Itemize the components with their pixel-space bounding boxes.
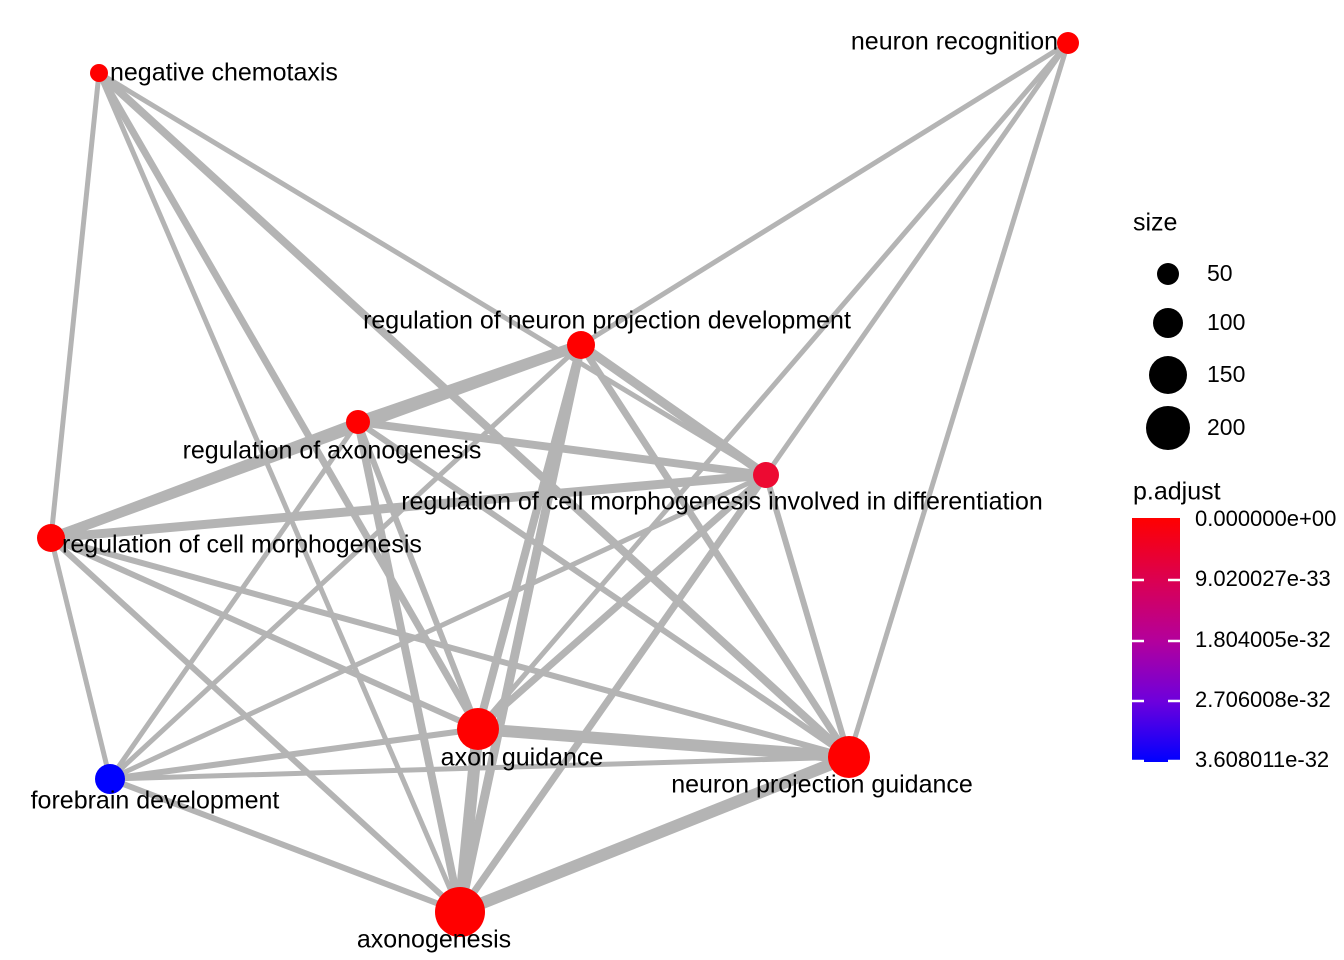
network-edges [48, 40, 1071, 918]
network-edge [578, 341, 769, 479]
network-edge [109, 726, 479, 782]
p-adjust-colorbar-ticks [1132, 578, 1180, 763]
network-edge [356, 419, 851, 760]
size-legend-label-200: 200 [1207, 414, 1245, 440]
network-node-regulation-of-cell-morphogenesis-involved-in-differentiation[interactable] [753, 462, 779, 488]
network-edge [476, 41, 1070, 731]
node-label-neuron-projection-guidance: neuron projection guidance [671, 771, 973, 799]
colorbar-label-0: 0.000000e+00 [1195, 506, 1336, 531]
network-edge [50, 470, 767, 543]
network-node-axonogenesis[interactable] [435, 887, 485, 937]
network-edge [48, 537, 113, 780]
network-edge [763, 41, 1071, 477]
network-node-neuron-projection-guidance[interactable] [828, 736, 870, 778]
network-nodes [37, 32, 1079, 937]
network-node-axon-guidance[interactable] [457, 708, 499, 750]
network-edge [846, 42, 1071, 758]
network-edge [477, 723, 850, 763]
network-edge [48, 535, 463, 915]
size-legend-items: 50 100 150 200 [1146, 260, 1245, 450]
node-label-forebrain-development: forebrain development [31, 787, 280, 815]
p-adjust-legend-title: p.adjust [1133, 478, 1221, 506]
network-edge [457, 751, 852, 918]
colorbar-label-4: 3.608011e-32 [1195, 747, 1329, 772]
network-edge [108, 776, 462, 915]
network-edge [96, 70, 852, 760]
colorbar-label-2: 1.804005e-32 [1195, 627, 1331, 652]
network-edge [475, 472, 769, 732]
network-edge [357, 418, 767, 479]
size-legend-swatch-150 [1149, 356, 1187, 394]
network-edge [50, 535, 850, 760]
network-edge [107, 420, 361, 781]
network-edge [355, 420, 481, 731]
network-node-forebrain-development[interactable] [95, 764, 125, 794]
network-edge [108, 472, 768, 782]
network-edge [49, 417, 360, 543]
node-label-regulation-of-cell-morphogenesis-involved-in-differentiation: regulation of cell morphogenesis involve… [401, 488, 1043, 516]
size-legend-swatch-50 [1157, 263, 1179, 285]
network-edge [354, 421, 464, 913]
size-legend-swatch-200 [1146, 406, 1190, 450]
node-label-neuron-recognition: neuron recognition [851, 28, 1058, 56]
network-edge [48, 72, 102, 539]
network-edge [109, 754, 850, 782]
network-edge [579, 40, 1070, 348]
size-legend-title: size [1133, 209, 1177, 237]
node-label-axon-guidance: axon guidance [441, 744, 604, 772]
p-adjust-legend: p.adjust 0.000000e+00 9.020027e-33 1.80400… [1132, 478, 1336, 772]
network-node-regulation-of-neuron-projection-development[interactable] [567, 331, 595, 359]
size-legend-label-150: 150 [1207, 361, 1245, 387]
node-label-regulation-of-axonogenesis: regulation of axonogenesis [183, 437, 482, 465]
network-edge [97, 70, 768, 478]
node-label-negative-chemotaxis: negative chemotaxis [110, 59, 338, 87]
network-node-neuron-recognition[interactable] [1057, 32, 1079, 54]
colorbar-label-3: 2.706008e-32 [1195, 687, 1331, 712]
network-edge [457, 472, 769, 915]
network-edge [454, 728, 484, 913]
size-legend-label-50: 50 [1207, 260, 1233, 286]
size-legend-swatch-100 [1153, 308, 1183, 338]
size-legend: size 50 100 150 200 [1133, 209, 1245, 450]
network-node-negative-chemotaxis[interactable] [90, 64, 108, 82]
node-label-axonogenesis: axonogenesis [357, 926, 511, 954]
node-label-regulation-of-neuron-projection-development: regulation of neuron projection developm… [363, 307, 851, 335]
node-label-regulation-of-cell-morphogenesis: regulation of cell morphogenesis [62, 531, 422, 559]
network-edge [455, 344, 586, 913]
p-adjust-colorbar-labels: 0.000000e+00 9.020027e-33 1.804005e-32 2.70… [1195, 506, 1336, 772]
network-node-regulation-of-axonogenesis[interactable] [346, 410, 370, 434]
network-edge [49, 535, 480, 732]
colorbar-label-1: 9.020027e-33 [1195, 566, 1331, 591]
network-edge [763, 474, 852, 758]
size-legend-label-100: 100 [1207, 309, 1245, 335]
network-edge [95, 71, 482, 731]
network-node-labels: negative chemotaxis neuron recognition reg… [31, 28, 1058, 954]
network-edge [108, 343, 583, 781]
network-node-regulation-of-cell-morphogenesis[interactable] [37, 524, 65, 552]
